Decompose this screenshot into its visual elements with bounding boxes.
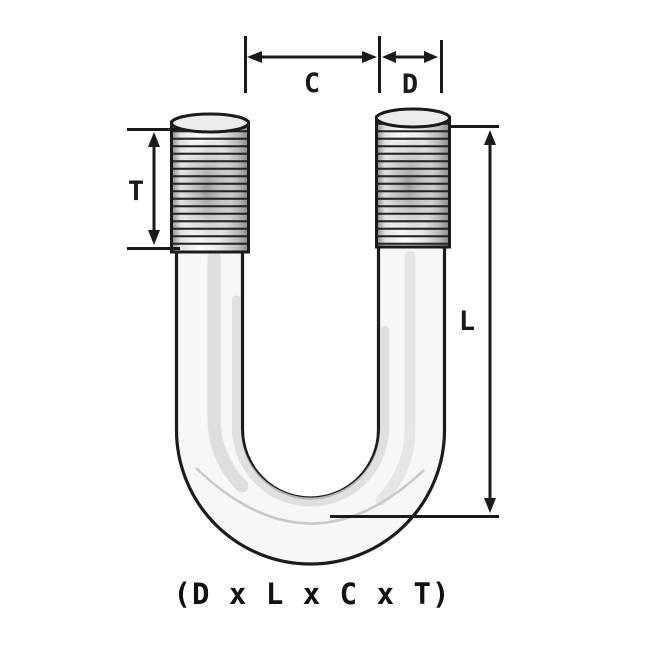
dim-d: D: [382, 40, 443, 100]
shade-inner-bend: [232, 295, 389, 507]
arrowhead-t-up: [148, 132, 160, 147]
arrowhead-l-down: [484, 498, 496, 513]
u-bolt-drawing: [170, 107, 451, 566]
label-l: L: [459, 306, 475, 337]
shade-left-leg: [207, 251, 249, 493]
arrowhead-d-left: [382, 51, 396, 63]
arrowhead-c-right: [362, 51, 377, 63]
thread-top-cap-right: [375, 107, 451, 129]
thread-top-cap-left: [170, 112, 250, 134]
threaded-end-left: [170, 112, 250, 254]
dimension-format-caption: (D x L x C x T): [174, 577, 451, 611]
shade-right-leg: [375, 250, 416, 506]
label-t: T: [128, 176, 144, 207]
arrowhead-t-down: [148, 230, 160, 245]
label-c: C: [304, 68, 320, 99]
reflection-line-bend: [195, 467, 425, 525]
dim-t: T: [127, 128, 180, 250]
arrowhead-c-left: [247, 51, 262, 63]
dim-l: L: [330, 125, 499, 518]
arrowhead-l-up: [484, 130, 496, 145]
dim-c: C: [244, 36, 381, 99]
threaded-end-right: [375, 107, 451, 249]
label-d: D: [402, 69, 418, 100]
arrowhead-d-right: [424, 51, 438, 63]
